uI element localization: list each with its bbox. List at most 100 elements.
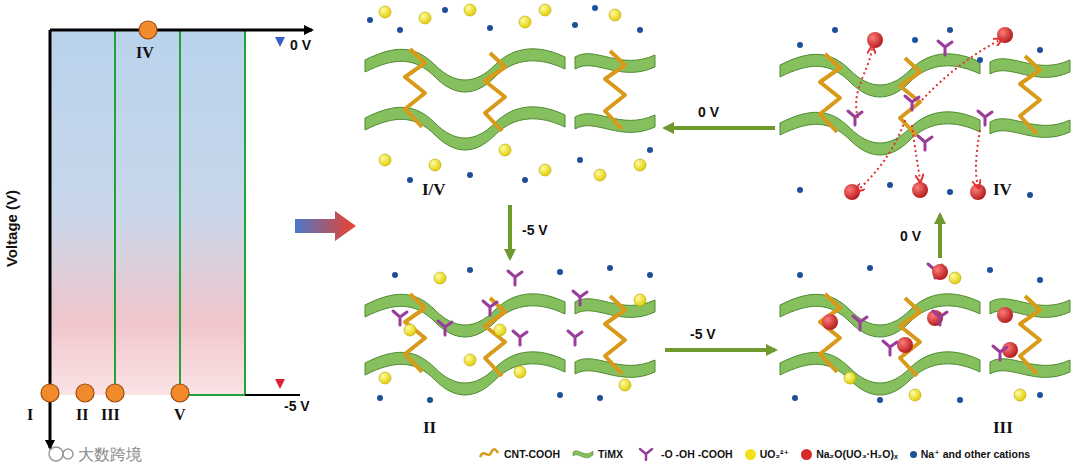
point-label: III xyxy=(101,406,120,424)
uranyl-ion xyxy=(429,159,441,171)
legend-item: CNT-COOH xyxy=(478,447,560,461)
functional-group xyxy=(483,301,497,315)
legend-swatch xyxy=(745,449,756,460)
uranium-product xyxy=(997,307,1013,323)
functional-group xyxy=(883,341,897,355)
functional-group xyxy=(905,96,919,110)
functional-group xyxy=(938,41,952,55)
uranium-product xyxy=(897,337,913,353)
cation xyxy=(377,395,383,401)
cation xyxy=(577,157,583,163)
uranyl-ion xyxy=(634,159,646,171)
functional-group xyxy=(573,291,587,305)
stage-panel: II xyxy=(360,258,665,443)
uranyl-ion xyxy=(379,154,391,166)
cation xyxy=(797,187,803,193)
uranyl-ion xyxy=(594,169,606,181)
functional-group xyxy=(978,111,992,125)
cation xyxy=(1037,392,1043,398)
cation xyxy=(832,27,838,33)
uranyl-ion xyxy=(539,4,551,16)
legend-text: Na⁺ and other cations xyxy=(921,448,1030,460)
legend: CNT-COOHTiMX-O -OH -COOHUO₂²⁺Na₂O(UO₃·H₂… xyxy=(478,447,1030,461)
cation xyxy=(647,147,653,153)
uranium-product xyxy=(970,184,986,200)
stage-label: IV xyxy=(993,180,1012,200)
uranyl-ion xyxy=(539,164,551,176)
uranyl-ion xyxy=(949,272,961,284)
functional-group xyxy=(393,311,407,325)
cation xyxy=(1027,192,1033,198)
timx-cnt-stack xyxy=(780,294,980,395)
cation xyxy=(887,182,893,188)
functional-group xyxy=(848,111,862,125)
stage-arrow xyxy=(665,126,775,130)
legend-item: Na⁺ and other cations xyxy=(910,448,1030,460)
legend-swatch xyxy=(910,451,917,458)
cation xyxy=(407,177,413,183)
stage-panel: IV xyxy=(775,8,1050,215)
watermark: 大数跨境 xyxy=(78,445,142,466)
point-label: V xyxy=(174,406,186,424)
voltage-label: -5 V xyxy=(520,222,550,238)
cation xyxy=(1037,47,1043,53)
uranium-product xyxy=(997,27,1013,43)
uranyl-ion xyxy=(404,324,416,336)
uranyl-ion xyxy=(634,294,646,306)
cation xyxy=(637,27,643,33)
uranyl-ion xyxy=(494,324,506,336)
axis-title: Voltage (V) xyxy=(4,189,21,266)
point-label: II xyxy=(76,406,88,424)
cation xyxy=(957,397,963,403)
functional-group xyxy=(568,331,582,345)
voltage-label: 0 V xyxy=(290,37,311,53)
stage-label: II xyxy=(423,418,436,438)
cation xyxy=(522,177,528,183)
cation xyxy=(367,17,373,23)
uranyl-ion xyxy=(464,354,476,366)
cation xyxy=(597,395,603,401)
timx-cnt-stack xyxy=(990,296,1070,377)
cation xyxy=(592,5,598,11)
cation xyxy=(487,25,493,31)
functional-group xyxy=(508,271,522,285)
cation xyxy=(987,267,993,273)
functional-group xyxy=(993,346,1007,360)
uranyl-ion xyxy=(519,16,531,28)
uranium-product xyxy=(822,314,838,330)
legend-text: -O -OH -COOH xyxy=(661,448,733,460)
uranyl-ion xyxy=(909,389,921,401)
cation xyxy=(867,265,873,271)
voltage-label: -5 V xyxy=(284,398,310,414)
legend-text: Na₂O(UO₃·H₂O)ₓ xyxy=(816,448,898,460)
cation xyxy=(792,395,798,401)
cation xyxy=(647,272,653,278)
uranyl-ion xyxy=(434,272,446,284)
cation xyxy=(572,22,578,28)
cation xyxy=(877,397,883,403)
uranyl-ion xyxy=(464,4,476,16)
cation xyxy=(427,397,433,403)
uranyl-ion xyxy=(609,9,621,21)
legend-text: CNT-COOH xyxy=(504,448,560,460)
timx-cnt-stack xyxy=(365,49,565,150)
stage-label: I/V xyxy=(422,180,446,200)
cation xyxy=(947,189,953,195)
timx-cnt-stack xyxy=(575,296,655,377)
cation xyxy=(442,7,448,13)
voltage-label: 0 V xyxy=(696,104,721,120)
legend-sample xyxy=(635,447,657,461)
cation xyxy=(557,392,563,398)
cation xyxy=(467,267,473,273)
point-label: IV xyxy=(136,44,154,62)
stage-panel: I/V xyxy=(360,8,665,205)
point-label: I xyxy=(27,406,33,424)
uranyl-ion xyxy=(379,372,391,384)
functional-group xyxy=(513,331,527,345)
legend-sample xyxy=(478,447,500,461)
functional-group xyxy=(853,316,867,330)
timx-cnt-stack xyxy=(365,294,565,395)
cation xyxy=(557,269,563,275)
functional-group xyxy=(438,321,452,335)
legend-item: TiMX xyxy=(572,447,623,461)
